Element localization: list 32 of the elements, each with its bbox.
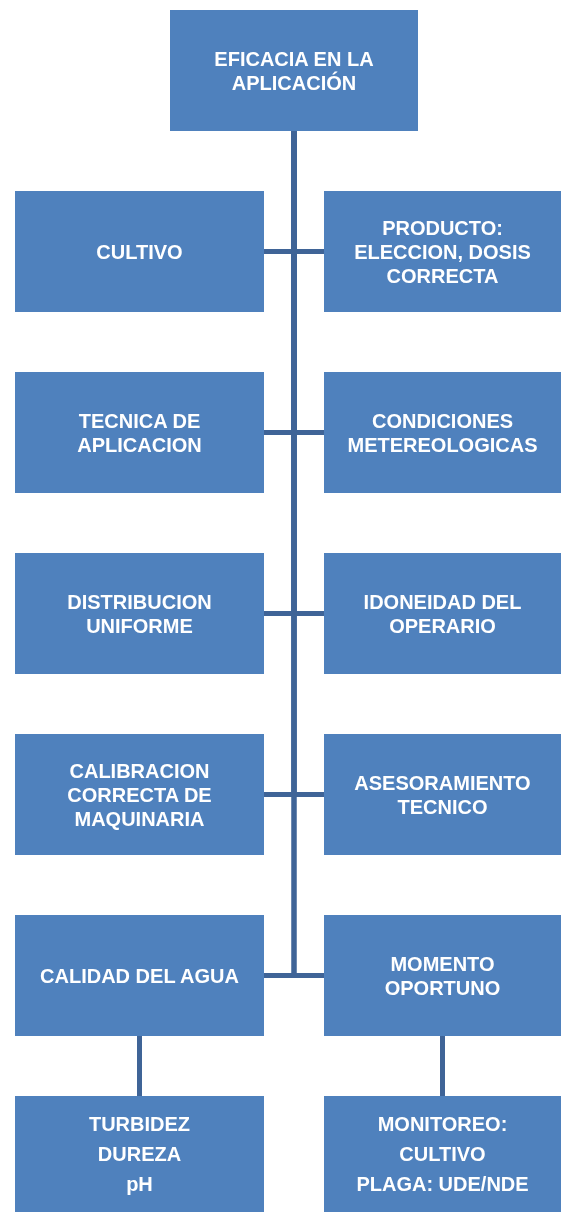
box-label: MOMENTO OPORTUNO [383,951,502,1000]
process-box [324,1096,561,1212]
process-box [15,191,264,312]
connector-line [137,1036,142,1096]
box-label: DISTRIBUCION UNIFORME [66,589,213,638]
box-label: IDONEIDAD DEL OPERARIO [362,589,523,638]
box-label: PRODUCTO: ELECCION, DOSIS CORRECTA [353,215,532,288]
box-label: DUREZA [97,1142,182,1166]
process-box [15,734,264,855]
process-box [170,10,418,131]
process-box [324,553,561,674]
box-label: PLAGA: UDE/NDE [356,1172,529,1196]
box-label: MONITOREO: [377,1112,508,1136]
box-label: TECNICA DE APLICACION [76,408,203,457]
box-label: CULTIVO [399,1142,486,1166]
box-label: CALIBRACION CORRECTA DE MAQUINARIA [66,758,213,831]
box-label: EFICACIA EN LA APLICACIÓN [213,46,375,95]
box-label: pH [126,1172,153,1196]
process-box [324,915,561,1036]
process-box [15,372,264,493]
box-label: CONDICIONES METEREOLOGICAS [346,408,539,457]
box-label: ASESORAMIENTO TECNICO [353,770,532,819]
connector-line [440,1036,445,1096]
process-box [15,553,264,674]
box-label: TURBIDEZ [88,1112,191,1136]
process-box [324,734,561,855]
box-label: CALIDAD DEL AGUA [40,963,239,988]
process-box [324,372,561,493]
process-box [15,915,264,1036]
process-box [324,191,561,312]
box-label: CULTIVO [96,239,183,264]
process-box [15,1096,264,1212]
